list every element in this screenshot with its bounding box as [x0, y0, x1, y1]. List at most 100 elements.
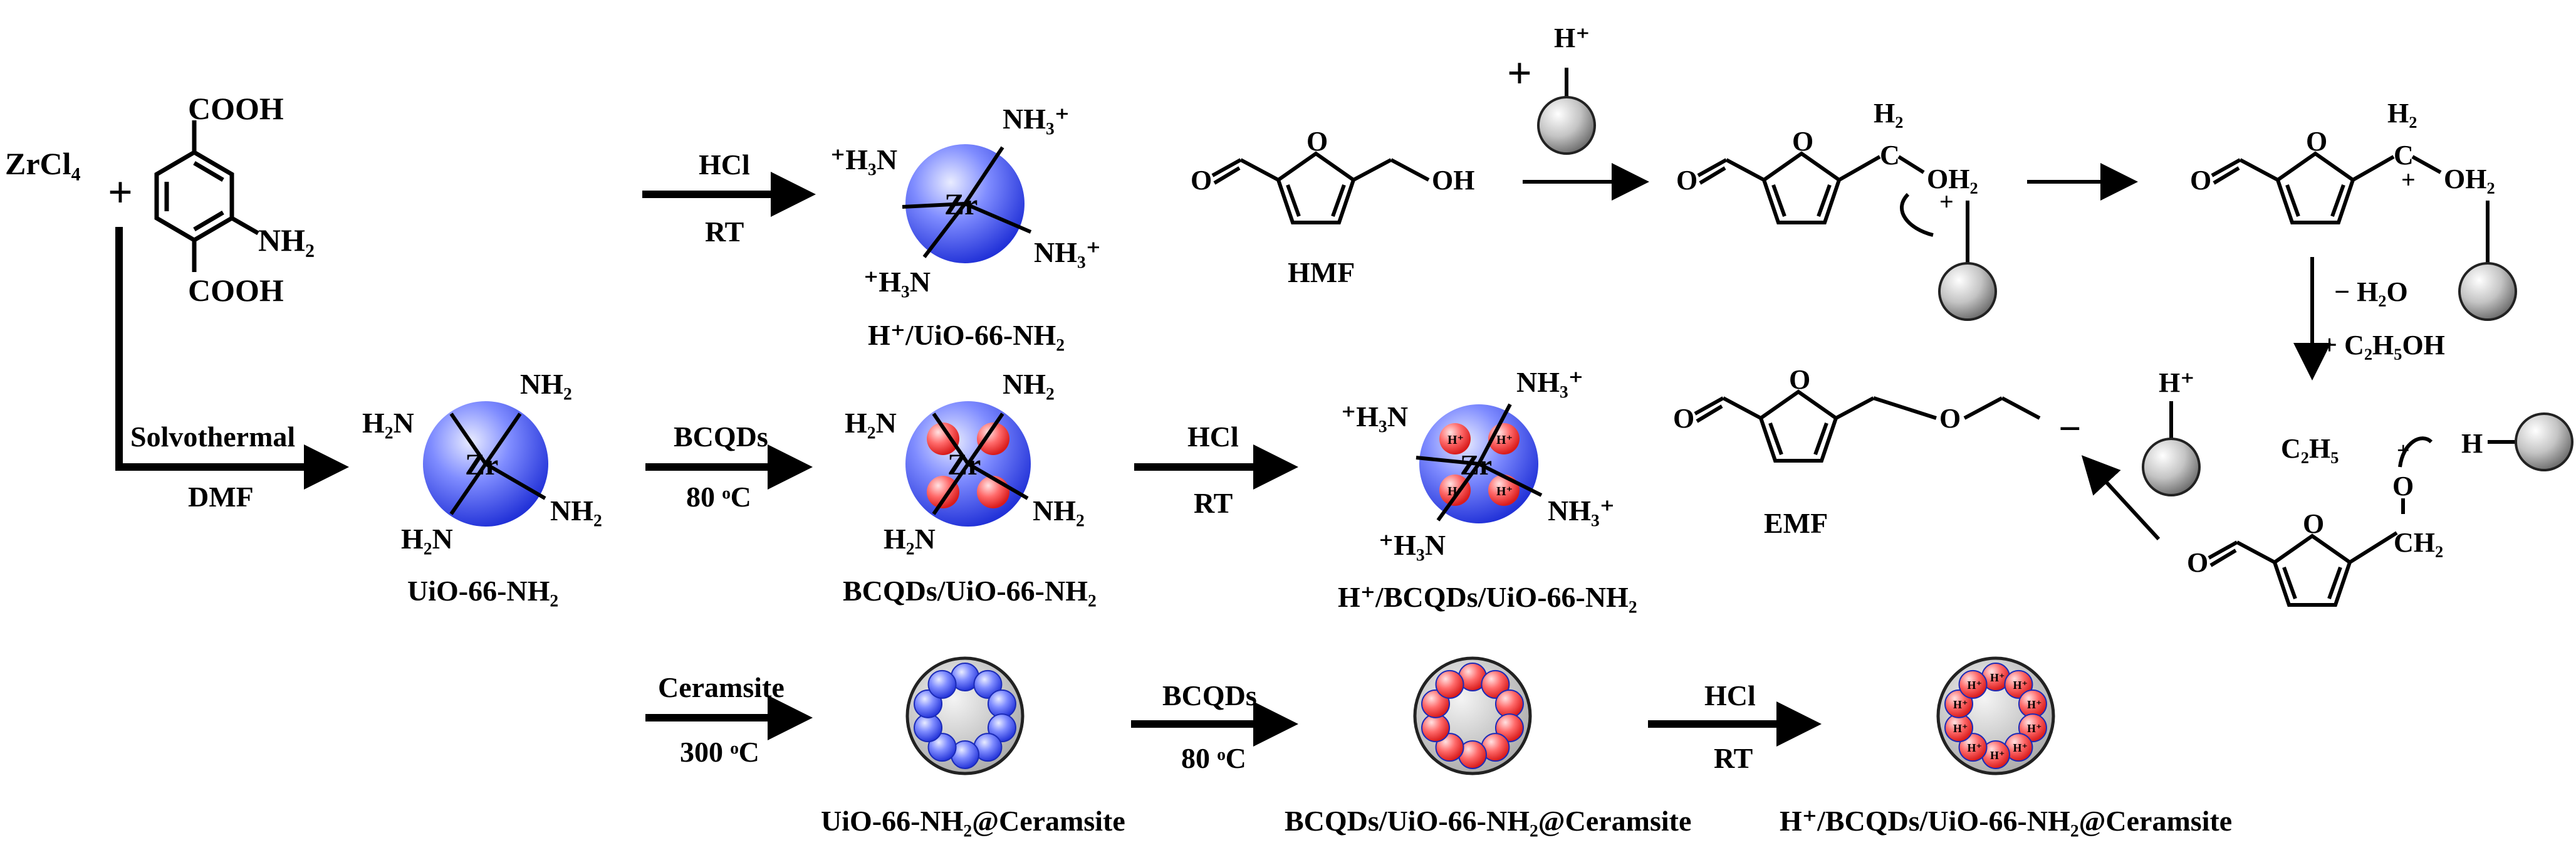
ceramsite-sphere: [1958, 669, 1988, 699]
hcl-label-3: HCl: [1704, 679, 1756, 711]
catalyst-ball: [1537, 96, 1596, 155]
uio66-label: UiO-66-NH₂: [407, 575, 558, 607]
ceramsite-sphere: [1958, 733, 1988, 762]
h2n-bottom: H₂N: [401, 523, 453, 555]
h3n-plus-left: ⁺H₃N: [830, 144, 897, 176]
nh3-plus-top: NH₃⁺: [1516, 366, 1583, 398]
uio66-nh2-particle: Zr: [423, 401, 548, 527]
ceramsite-sphere: [2004, 669, 2033, 699]
int3-c2h5: C₂H₅: [2281, 433, 2339, 464]
dmf-label: DMF: [188, 481, 254, 513]
emf-aldehyde-o: O: [1673, 403, 1694, 434]
rt-label-3: RT: [1714, 742, 1753, 774]
ceramsite-sphere: [1944, 689, 1974, 718]
aminoterephthalic-acid: [154, 120, 259, 272]
int3-h: H: [2461, 428, 2483, 459]
int2-h2: H₂: [2387, 98, 2417, 129]
emf-ring-o: O: [1789, 364, 1810, 395]
hcl-label-2: HCl: [1187, 421, 1239, 453]
h-plus-dot: H⁺: [1496, 485, 1513, 498]
int3-o: O: [2392, 471, 2414, 501]
zr-label: Zr: [947, 448, 981, 481]
nh2-top: NH₂: [520, 368, 572, 400]
emf-ether-o: O: [1939, 403, 1961, 434]
ceramsite-sphere: [927, 669, 957, 699]
sphere-h-plus: H⁺: [1990, 749, 2005, 762]
int1-c: C: [1880, 140, 1900, 171]
int3-ring-o: O: [2303, 508, 2324, 539]
bcqds-uio66-label: BCQDs/UiO-66-NH₂: [843, 575, 1097, 607]
int1-h2: H₂: [1874, 98, 1903, 129]
int1-ring-o: O: [1792, 126, 1813, 157]
nh3-plus-top: NH₃⁺: [1003, 103, 1070, 135]
int2-aldehyde-o: O: [2190, 165, 2211, 196]
sphere-h-plus: H⁺: [2013, 742, 2028, 754]
h-bcqds-uio66-particle: H⁺ H⁺ H⁺ H⁺ Zr: [1416, 403, 1543, 523]
cooh-top: COOH: [188, 91, 284, 126]
int1-catalyst-ball: [1938, 262, 1997, 321]
cooh-bottom: COOH: [188, 273, 284, 308]
sphere-h-plus: H⁺: [1953, 698, 1968, 711]
carbocation-intermediate: [2211, 151, 2442, 224]
ceramsite-sphere: [1435, 733, 1464, 762]
h-plus-dot: H⁺: [1496, 433, 1513, 447]
emf-structure: [1694, 389, 2041, 463]
nh3-plus-right: NH₃⁺: [1548, 495, 1615, 527]
nh2-right: NH₂: [550, 495, 602, 527]
ceramsite-sphere: [973, 669, 1003, 699]
int2-plus: +: [2401, 165, 2416, 194]
ceramsite-sphere: [1435, 669, 1464, 699]
bcqds-uio66-ceramsite-label: BCQDs/UiO-66-NH₂@Ceramsite: [1285, 805, 1691, 837]
ceramsite-sphere: [927, 733, 957, 762]
int2-catalyst-ball: [2458, 262, 2517, 321]
catalyst-h-plus: H⁺: [1554, 23, 1590, 53]
h2n-left: H₂N: [845, 407, 897, 439]
h3n-plus-bottom: ⁺H₃N: [863, 266, 931, 298]
nh2-substituent: NH₂: [258, 223, 315, 258]
ceramsite-sphere: [1481, 669, 1510, 699]
ceramsite-label: Ceramsite: [658, 671, 785, 703]
released-catalyst-ball: [2142, 438, 2201, 496]
zr-label: Zr: [1460, 449, 1492, 481]
hmf-aldehyde-o: O: [1191, 165, 1212, 196]
int3-catalyst-ball: [2515, 412, 2573, 471]
uio66-ceramsite-label: UiO-66-NH₂@Ceramsite: [821, 805, 1125, 837]
sphere-h-plus: H⁺: [1953, 722, 1968, 735]
plus-sign: +: [108, 169, 133, 217]
plus-c2h5oh-label: + C₂H₅OH: [2322, 330, 2445, 360]
uio66-ceramsite-particle: [905, 656, 1025, 775]
h-uio66-particle: Zr: [902, 144, 1032, 263]
oxonium-intermediate: [2208, 436, 2532, 607]
bcqds-uio66-particle: Zr: [905, 401, 1031, 527]
ceramsite-sphere: [1421, 689, 1451, 718]
rt-label-2: RT: [1194, 487, 1233, 519]
bcqds-uio66-ceramsite-particle: [1413, 656, 1532, 775]
minus-h-plus: −: [2058, 406, 2081, 451]
protonated-hmf: [1697, 151, 1934, 237]
h3n-plus-bottom: ⁺H₃N: [1379, 529, 1446, 561]
rt-label-1: RT: [705, 216, 744, 248]
h3n-plus-left: ⁺H₃N: [1341, 401, 1408, 433]
hmf-ring-o: O: [1306, 126, 1328, 157]
int1-plus: +: [1939, 187, 1954, 216]
sphere-h-plus: H⁺: [2013, 679, 2028, 691]
int3-aldehyde-o: O: [2187, 547, 2208, 578]
int2-ring-o: O: [2306, 126, 2327, 157]
temp-ceramsite-label: 300 ᵒC: [680, 736, 759, 768]
int2-c: C: [2394, 140, 2414, 171]
temp-label-1: 80 ᵒC: [686, 481, 751, 513]
int2-oh2: OH₂: [2444, 164, 2495, 194]
h2n-left: H₂N: [362, 407, 414, 439]
nh3-plus-right: NH₃⁺: [1034, 236, 1101, 268]
int1-oh2: OH₂: [1927, 164, 1978, 194]
ceramsite-sphere: [987, 713, 1016, 743]
ceramsite-sphere: [2018, 713, 2047, 743]
solvothermal-label: Solvothermal: [130, 421, 295, 453]
ceramsite-sphere: [1494, 713, 1524, 743]
zrcl4-label: ZrCl₄: [5, 146, 81, 181]
h-plus-dot: H⁺: [1447, 433, 1464, 447]
hcl-label-1: HCl: [699, 149, 750, 181]
temp-label-2: 80 ᵒC: [1181, 742, 1246, 774]
hmf-oh: OH: [1432, 165, 1474, 196]
sphere-h-plus: H⁺: [2027, 722, 2042, 735]
